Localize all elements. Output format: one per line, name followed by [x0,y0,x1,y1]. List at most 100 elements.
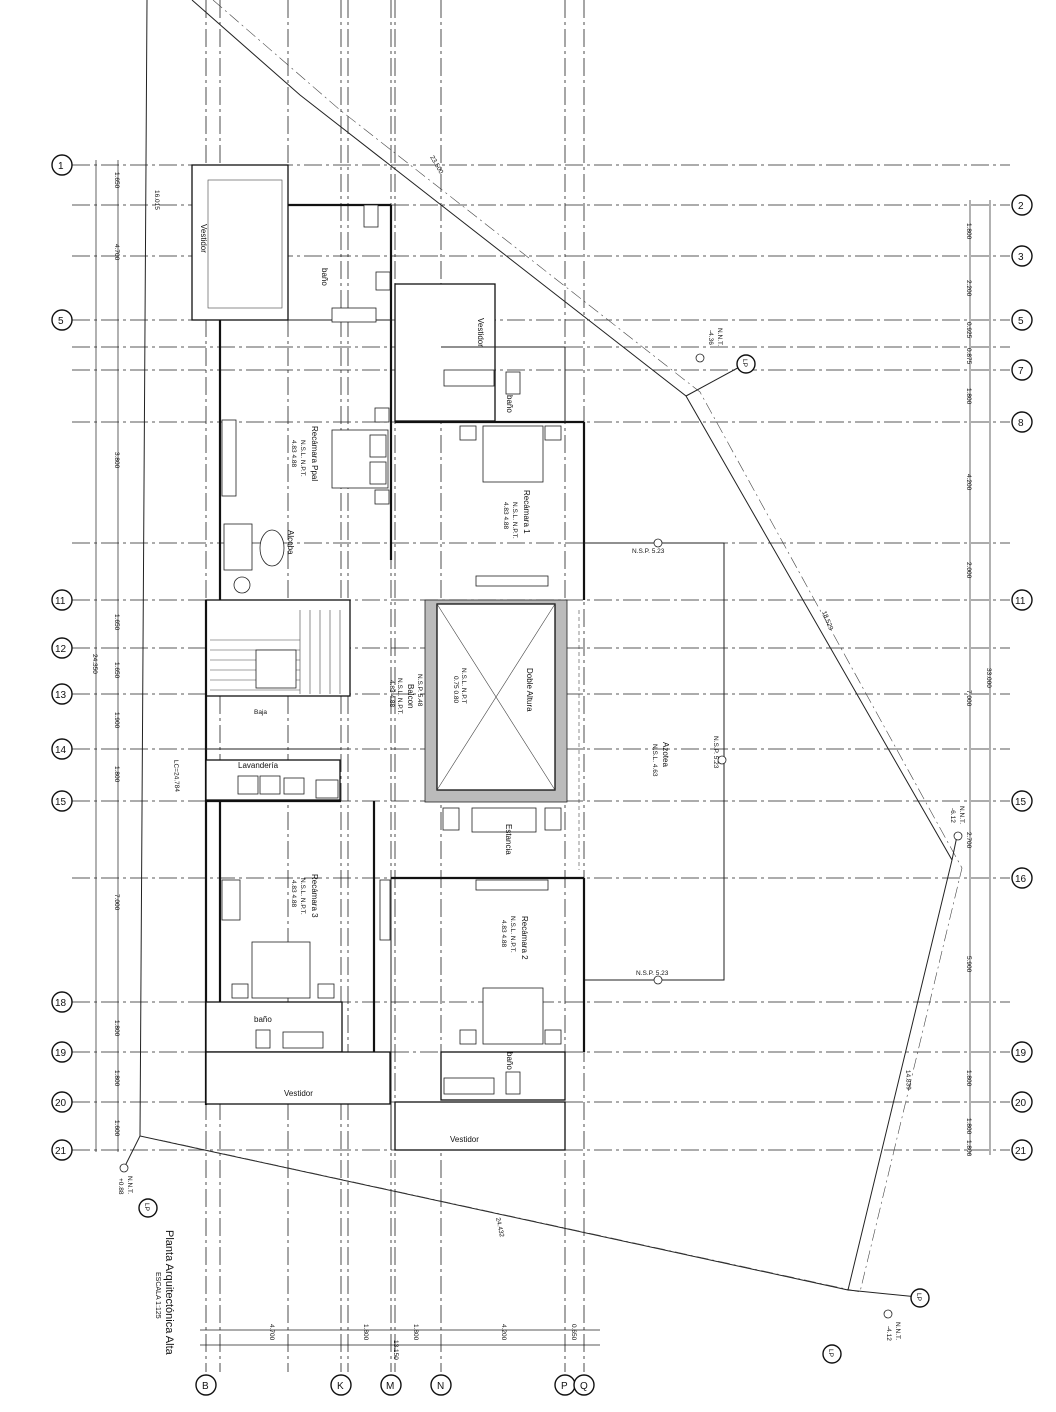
level-value-balcon: 4.83 4.88 [388,680,395,707]
right-dim-0: 1.800 [965,223,972,240]
grid-bubble-right-2: 2 [1018,201,1024,212]
left-dimension-texts: 1.650 4.700 3.800 1.650 1.650 1.900 1.80… [91,172,120,1137]
lp-marker-b: LP [915,1293,922,1301]
boundary-length-18529: 18.529 [820,610,834,631]
room-label-recamara-ppal: Recámara Ppal [310,426,319,481]
grid-bubble-left-21: 21 [55,1146,67,1157]
nnt-label-a: N.N.T. [716,328,723,346]
left-dim-6: 1.800 [113,766,120,783]
room-labels: Vestidor baño Recámara Ppal N.S.L. N.P.T… [199,224,670,1144]
grid-bubble-left-18: 18 [55,998,67,1009]
right-dim-2: 0.925 [965,322,972,339]
grid-bubble-left-15: 15 [55,797,67,808]
room-label-bano-3: baño [254,1015,272,1024]
stairs [210,610,341,694]
left-dim-4: 1.650 [113,662,120,679]
right-dim-3: 0.875 [965,348,972,365]
grid-bubble-left-13: 13 [55,690,67,701]
nnt-label-d: N.N.T. [126,1176,133,1194]
level-azotea-bottom: N.S.P. 5.23 [636,970,669,977]
grid-bubble-right-11: 11 [1015,596,1026,607]
grid-bubble-right-15: 15 [1015,797,1027,808]
right-dim-7: 7.000 [965,690,972,707]
room-label-doble-altura: Doble Altura [525,668,534,712]
grid-bubbles-bottom: B K M N P Q [195,1374,595,1396]
grid-bubbles-right: 2 3 5 7 8 11 15 16 19 20 21 [1011,194,1033,1161]
left-dim-2: 3.800 [113,452,120,469]
level-recamara-ppal: N.S.L. N.P.T. [299,440,306,477]
grid-bubble-bottom-M: M [386,1381,394,1392]
grid-bubble-left-1: 1 [58,161,64,172]
room-label-bano-2: baño [505,1052,514,1070]
room-label-vestidor-1: Vestidor [476,318,485,347]
level-doble-altura: N.S.L. N.P.T [460,668,467,704]
room-label-bano-1: baño [505,395,514,413]
level-value-recamara-2: 4.83 4.88 [500,920,507,947]
drawing-scale: ESCALA 1:125 [154,1272,161,1319]
room-label-balcon: Balcon [406,684,415,708]
bottom-dim-4: 0.650 [570,1324,577,1341]
dimension-lines [95,160,991,1346]
left-dim-7: 7.000 [113,894,120,911]
level-balcon: N.S.L. N.P.T. [396,678,403,715]
grid-bubble-left-5: 5 [58,316,64,327]
level-azotea: N.S.L. 4.63 [651,744,658,777]
bottom-dim-total: 13.150 [392,1340,399,1360]
left-dim-3: 1.650 [113,614,120,631]
grid-bubble-right-20: 20 [1015,1098,1027,1109]
lp-marker-c: LP [827,1349,834,1357]
grid-bubble-right-3: 3 [1018,252,1024,263]
bottom-dim-1: 1.800 [362,1324,369,1341]
grid-bubble-right-21: 21 [1015,1146,1027,1157]
right-dim-5: 4.200 [965,474,972,491]
room-label-lavanderia: Lavandería [238,761,279,770]
lp-marker-d: LP [143,1203,150,1211]
boundary-length-24432: 24.432 [494,1217,505,1238]
room-label-vestidor-ppal: Vestidor [199,224,208,253]
boundary-length-14839: 14.839 [904,1070,912,1090]
boundary-arc-length: LC=24.784 [172,760,180,793]
bottom-dim-2: 1.800 [412,1324,419,1341]
right-dim-10: 1.800 [965,1070,972,1087]
left-dim-9: 1.800 [113,1070,120,1087]
grid-bubble-bottom-B: B [202,1381,209,1392]
right-dim-6: 2.000 [965,562,972,579]
boundary-length-16015: 16.015 [153,190,160,210]
nnt-value-d: +0.88 [117,1178,124,1195]
bottom-dim-3: 4.200 [500,1324,507,1341]
grid-bubbles-left: 1 5 11 12 13 14 15 18 19 20 21 [51,154,73,1161]
level-recamara-1: N.S.L. N.P.T. [511,502,518,539]
level-markers: N.S.P. 5.23 N.S.P. 5.23 N.S.P. 5.23 N.N.… [117,328,965,1364]
stair-label-baja: Baja [254,709,267,716]
grid-bubble-right-5: 5 [1018,316,1024,327]
left-dim-0: 1.650 [113,172,120,189]
room-label-vestidor-2: Vestidor [450,1135,479,1144]
room-label-recamara-1: Recámara 1 [522,490,531,534]
right-dim-9: 5.900 [965,956,972,973]
grid-bubble-bottom-K: K [337,1381,344,1392]
right-dim-1: 2.200 [965,280,972,297]
left-dim-5: 1.900 [113,712,120,729]
grid-bubble-right-8: 8 [1018,418,1024,429]
nnt-value-a: -4.36 [707,330,714,345]
room-label-alcoba: Alcoba [286,530,295,555]
level-recamara-2: N.S.L. N.P.T. [509,916,516,953]
grid-bubble-right-16: 16 [1015,874,1027,885]
title-block: Planta Arquitectónica Alta ESCALA 1:125 [154,1230,175,1356]
room-label-vestidor-3: Vestidor [284,1089,313,1098]
grid-bubble-bottom-Q: Q [580,1381,588,1392]
left-dim-10: 1.600 [113,1120,120,1137]
room-label-bano-ppal: baño [320,268,329,286]
right-dim-4: 1.800 [965,388,972,405]
nnt-label-c: N.N.T. [894,1322,901,1340]
level-value-recamara-ppal: 4.83 4.88 [290,440,297,467]
bottom-dimension-texts: 4.700 1.800 1.800 4.200 0.650 13.150 [268,1324,577,1360]
level-value-recamara-3: 4.83 4.88 [290,880,297,907]
room-label-recamara-3: Recámara 3 [310,874,319,918]
level-azotea-top: N.S.P. 5.23 [632,548,665,555]
room-label-recamara-2: Recámara 2 [520,916,529,960]
right-dim-11: 1.800 [965,1118,972,1135]
room-label-estancia: Estancia [504,824,513,855]
grid-bubble-left-12: 12 [55,644,67,655]
